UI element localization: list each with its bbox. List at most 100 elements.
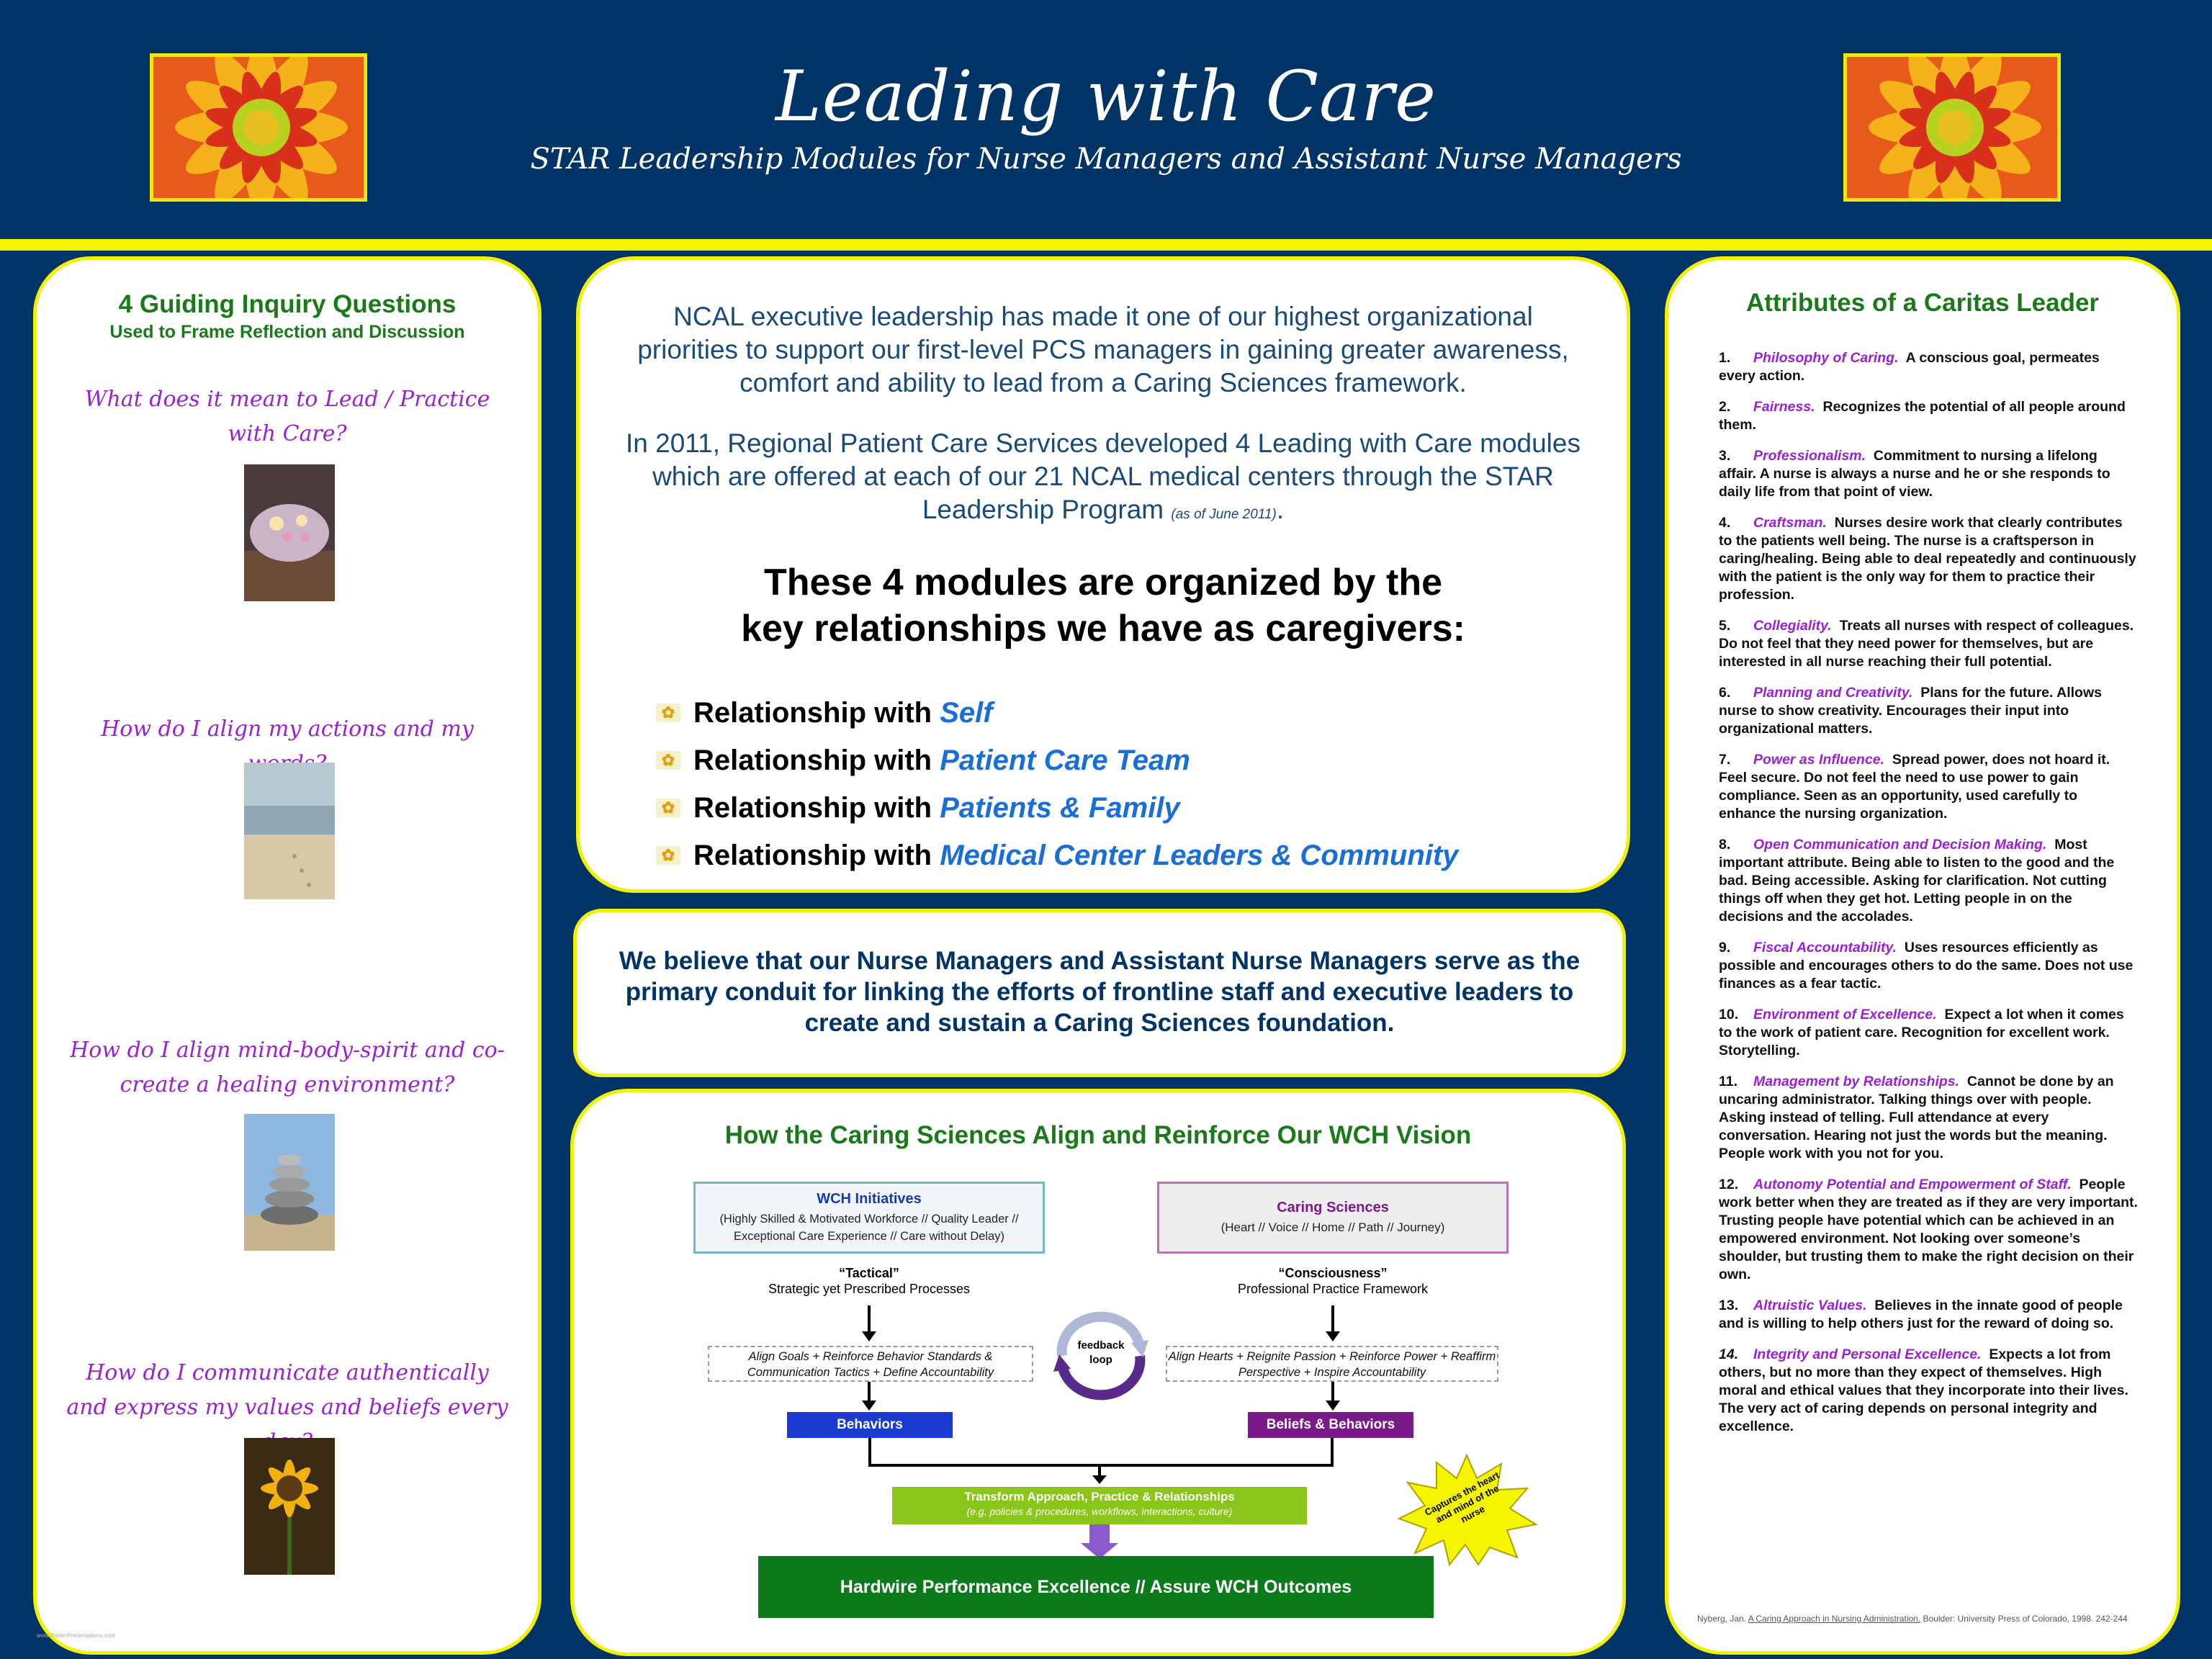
relationship-item-team: ✿ Relationship with Patient Care Team (656, 737, 1606, 784)
connector-right (1331, 1438, 1334, 1467)
caring-sciences-sub: (Heart // Voice // Home // Path // Journ… (1220, 1220, 1445, 1234)
arrow-right-1 (1331, 1305, 1334, 1334)
caritas-attributes-panel: Attributes of a Caritas Leader 1.Philoso… (1665, 256, 2180, 1655)
question-1: What does it mean to Lead / Practice wit… (84, 387, 490, 446)
attribute-name: Fairness. (1753, 399, 1815, 415)
attribute-text: Treats all nurses with respect of collea… (1719, 618, 2134, 670)
attribute-name: Altruistic Values. (1753, 1298, 1867, 1313)
arrowhead-right-2 (1326, 1401, 1340, 1411)
big-arrow-stem (1089, 1524, 1110, 1543)
attribute-number: 2. (1719, 399, 1731, 415)
relationship-item-patients: ✿ Relationship with Patients & Family (656, 784, 1606, 832)
attribute-name: Philosophy of Caring. (1753, 350, 1899, 366)
modules-headline-line1: These 4 modules are organized by the (763, 562, 1443, 603)
attribute-number: 10. (1719, 1007, 1739, 1022)
header-divider (0, 239, 2212, 251)
citation: Nyberg, Jan. A Caring Approach in Nursin… (1697, 1614, 2158, 1624)
attribute-number: 6. (1719, 685, 1731, 701)
feedback-loop-label: feedback loop (1077, 1339, 1125, 1366)
leadership-overview-panel: NCAL executive leadership has made it on… (576, 256, 1630, 893)
attribute-text: Plans for the future. Allows nurse to sh… (1719, 685, 2102, 737)
poster-title: Leading with Care (775, 56, 1437, 137)
attribute-item: 8.Open Communication and Decision Making… (1719, 836, 2138, 926)
question-4: How do I communicate authentically and e… (66, 1360, 508, 1455)
attribute-number: 4. (1719, 515, 1731, 531)
relationship-list: ✿ Relationship with Self ✿ Relationship … (656, 689, 1606, 879)
belief-statement: We believe that our Nurse Managers and A… (619, 947, 1581, 1037)
relationship-prefix: Relationship with (693, 744, 932, 776)
attribute-item: 5.Collegiality. Treats all nurses with r… (1719, 617, 2138, 671)
overview-paragraph-2: In 2011, Regional Patient Care Services … (623, 427, 1583, 531)
candle-photo (244, 464, 335, 601)
attribute-item: 13.Altruistic Values. Believes in the in… (1719, 1297, 2138, 1333)
big-arrow-head (1081, 1543, 1118, 1559)
relationship-prefix: Relationship with (693, 839, 932, 871)
hardwire-box: Hardwire Performance Excellence // Assur… (758, 1556, 1434, 1618)
arrowhead-center (1092, 1475, 1107, 1484)
attribute-item: 9. Fiscal Accountability. Uses resources … (1719, 939, 2138, 993)
attribute-name: Fiscal Accountability. (1753, 940, 1897, 956)
wch-initiatives-box: WCH Initiatives (Highly Skilled & Motiva… (693, 1182, 1045, 1254)
poster-footer-mark: www.PosterPresentations.com (37, 1632, 115, 1639)
sunflower-photo (244, 1438, 335, 1575)
starburst-badge (1395, 1452, 1539, 1568)
arrow-left-2 (868, 1382, 871, 1403)
arrowhead-left-1 (862, 1331, 876, 1341)
attribute-item: 3.Professionalism. Commitment to nursing… (1719, 447, 2138, 501)
flower-bullet-icon: ✿ (656, 703, 680, 722)
attribute-number: 12. (1719, 1177, 1739, 1192)
wch-vision-heading: How the Caring Sciences Align and Reinfo… (724, 1121, 1472, 1149)
stones-photo (244, 1114, 335, 1251)
relationship-item-self: ✿ Relationship with Self (656, 689, 1606, 737)
arrow-left-1 (868, 1305, 871, 1334)
transform-sub: (e.g. policies & procedures, workflows, … (966, 1506, 1233, 1517)
tactical-label-group: “Tactical” Strategic yet Prescribed Proc… (693, 1265, 1045, 1297)
attribute-item: 14. Integrity and Personal Excellence. Ex… (1719, 1346, 2138, 1436)
overview-paragraph-2-main: In 2011, Regional Patient Care Services … (626, 428, 1581, 524)
consciousness-label-group: “Consciousness” Professional Practice Fr… (1157, 1265, 1509, 1297)
citation-author: Nyberg, Jan. (1697, 1614, 1747, 1624)
caring-sciences-title: Caring Sciences (1277, 1200, 1389, 1215)
feedback-loop-icon (1040, 1311, 1161, 1401)
overview-paragraph-2-note: (as of June 2011) (1171, 507, 1277, 522)
attribute-text: A conscious goal, permeates every action… (1719, 350, 2100, 384)
attribute-text: Cannot be done by an uncaring administra… (1719, 1074, 2114, 1161)
attributes-list: 1.Philosophy of Caring. A conscious goal… (1719, 349, 2138, 1449)
flower-bullet-icon: ✿ (656, 751, 680, 770)
behaviors-box: Behaviors (787, 1412, 953, 1438)
relationship-name: Patients & Family (940, 791, 1180, 824)
relationship-prefix: Relationship with (693, 791, 932, 824)
attribute-number: 5. (1719, 618, 1731, 634)
modules-headline-line2: key relationships we have as caregivers: (741, 608, 1465, 649)
attribute-text: Nurses desire work that clearly contribu… (1719, 515, 2136, 603)
attribute-name: Integrity and Personal Excellence. (1753, 1346, 1982, 1362)
consciousness-sub: Professional Practice Framework (1237, 1282, 1429, 1296)
attribute-text: Expects a lot from others, but no more t… (1719, 1346, 2128, 1434)
attribute-name: Planning and Creativity. (1753, 685, 1913, 701)
attribute-number: 9. (1719, 940, 1731, 956)
attribute-text: Expect a lot when it comes to the work o… (1719, 1007, 2124, 1058)
attribute-name: Management by Relationships. (1753, 1074, 1960, 1089)
flower-image-right (1843, 53, 2061, 202)
belief-statement-panel: We believe that our Nurse Managers and A… (573, 909, 1626, 1077)
attribute-name: Professionalism. (1753, 448, 1866, 464)
arrowhead-left-2 (862, 1401, 876, 1411)
inquiry-heading: 4 Guiding Inquiry Questions (118, 290, 457, 318)
attribute-text: Most important attribute. Being able to … (1719, 837, 2115, 925)
relationship-prefix: Relationship with (693, 696, 932, 729)
attribute-number: 14. (1719, 1346, 1739, 1362)
caring-sciences-box: Caring Sciences (Heart // Voice // Home … (1157, 1182, 1509, 1254)
flower-bullet-icon: ✿ (656, 799, 680, 817)
attribute-text: Recognizes the potential of all people a… (1719, 399, 2126, 433)
flower-bullet-icon: ✿ (656, 846, 680, 865)
attribute-text: Uses resources efficiently as possible a… (1719, 940, 2134, 992)
attribute-text: Spread power, does not hoard it. Feel se… (1719, 752, 2110, 822)
modules-headline: These 4 modules are organized by the key… (580, 559, 1627, 652)
wch-initiatives-sub: (Highly Skilled & Motivated Workforce //… (719, 1213, 1019, 1243)
beliefs-behaviors-box: Beliefs & Behaviors (1248, 1412, 1413, 1438)
right-align-box: Align Hearts + Reignite Passion + Reinfo… (1166, 1346, 1498, 1382)
beach-photo (244, 763, 335, 899)
attribute-number: 13. (1719, 1298, 1739, 1313)
wch-initiatives-title: WCH Initiatives (817, 1191, 922, 1207)
relationship-name: Self (940, 696, 993, 729)
